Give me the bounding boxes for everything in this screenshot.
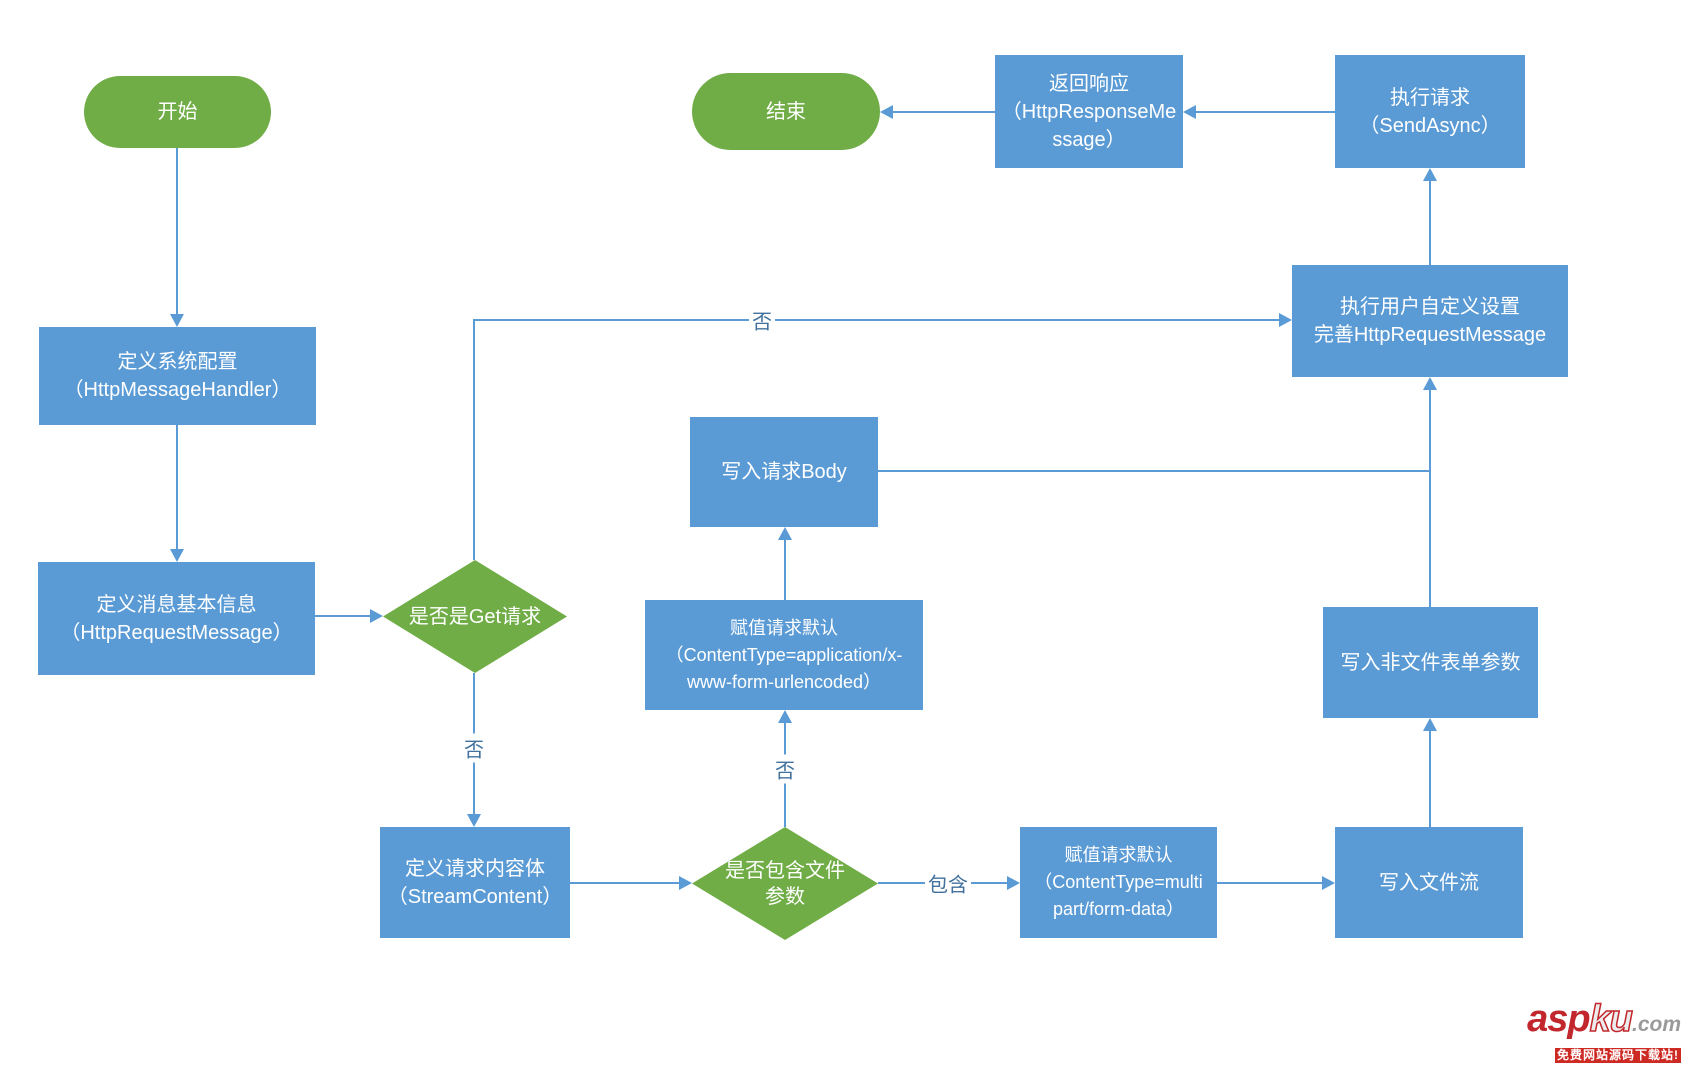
node-text-line: （HttpMessageHandler） <box>63 379 292 401</box>
node-text-line: 赋值请求默认 <box>1064 845 1173 865</box>
node-text-line: 写入请求Body <box>721 461 847 483</box>
node-write-non-file-form-params: 写入非文件表单参数 <box>1323 607 1538 718</box>
node-start-terminator: 开始 <box>84 76 271 148</box>
arrowhead-left-icon <box>1183 105 1196 119</box>
node-execute-request-sendasync: 执行请求 （SendAsync） <box>1335 55 1525 168</box>
node-text-line: 写入非文件表单参数 <box>1340 651 1521 674</box>
arrowhead-down-icon <box>170 314 184 327</box>
arrowhead-down-icon <box>170 549 184 562</box>
watermark: aspku.com 免费网站源码下载站! <box>1527 998 1681 1064</box>
node-text-line: www-form-urlencoded） <box>686 671 882 692</box>
edge-send-response-line <box>1196 111 1335 113</box>
node-text-line: 结束 <box>766 100 806 123</box>
node-decision-is-get-request: 是否是Get请求 <box>383 560 567 673</box>
edge-label-no-top: 否 <box>749 305 775 335</box>
arrowhead-up-icon <box>778 527 792 540</box>
node-text-line: （HttpResponseMe <box>1001 100 1177 123</box>
edge-writebody-custom-line <box>878 470 1431 472</box>
node-text-line: （HttpRequestMessage） <box>60 621 293 644</box>
arrowhead-right-icon <box>1007 876 1020 890</box>
node-text-line: 定义系统配置 <box>117 351 238 373</box>
node-apply-user-custom-settings: 执行用户自定义设置 完善HttpRequestMessage <box>1292 265 1568 377</box>
node-text-line: 执行请求 <box>1389 86 1470 109</box>
arrowhead-down-icon <box>467 814 481 827</box>
edge-urlencoded-writebody-line <box>784 540 786 600</box>
edge-writeform-custom-line <box>1429 390 1431 607</box>
node-text-line: （StreamContent） <box>387 885 563 908</box>
node-text-line: 执行用户自定义设置 <box>1339 296 1520 318</box>
edge-start-sysconfig-line <box>176 148 178 315</box>
node-text-line: 写入文件流 <box>1379 871 1479 894</box>
arrowhead-right-icon <box>1322 876 1335 890</box>
node-text-line: （ContentType=application/x- <box>665 644 903 665</box>
node-text-line: part/form-data） <box>1052 899 1185 919</box>
edge-sysconfig-msginfo-line <box>176 425 178 549</box>
edge-isget-custom-line-vertical <box>473 320 475 560</box>
node-decision-has-file-params: 是否包含文件 参数 <box>692 827 878 940</box>
node-text-line: 赋值请求默认 <box>729 617 838 638</box>
edge-content-hasfile-line <box>570 882 680 884</box>
arrowhead-up-icon <box>1423 718 1437 731</box>
arrowhead-right-icon <box>1279 313 1292 327</box>
arrowhead-right-icon <box>370 609 383 623</box>
edge-response-end-line <box>893 111 995 113</box>
node-text-line: 返回响应 <box>1049 72 1129 95</box>
arrowhead-left-icon <box>880 105 893 119</box>
node-text-line: 完善HttpRequestMessage <box>1313 324 1547 346</box>
node-text-line: （ContentType=multi <box>1034 872 1203 892</box>
node-text-line: 定义消息基本信息 <box>96 593 257 616</box>
node-text-line: ssage） <box>1052 128 1126 151</box>
node-set-default-multipart: 赋值请求默认 （ContentType=multi part/form-data… <box>1020 827 1217 938</box>
edge-label-no-up: 否 <box>772 754 798 784</box>
node-write-request-body: 写入请求Body <box>690 417 878 527</box>
arrowhead-right-icon <box>679 876 692 890</box>
node-define-message-info: 定义消息基本信息 （HttpRequestMessage） <box>38 562 315 675</box>
edge-custom-send-line <box>1429 181 1431 265</box>
edge-multipart-writefile-line <box>1217 882 1323 884</box>
watermark-tagline: 免费网站源码下载站! <box>1555 1048 1681 1063</box>
node-text-line: 是否是Get请求 <box>408 605 542 628</box>
edge-isget-custom-line-horizontal <box>473 319 1279 321</box>
arrowhead-up-icon <box>1423 377 1437 390</box>
watermark-logo: aspku.com <box>1527 998 1681 1046</box>
watermark-logo-asp: asp <box>1527 998 1590 1040</box>
arrowhead-up-icon <box>778 710 792 723</box>
node-text-line: 是否包含文件 <box>725 859 845 882</box>
node-return-response: 返回响应 （HttpResponseMe ssage） <box>995 55 1183 168</box>
node-define-request-content: 定义请求内容体 （StreamContent） <box>380 827 570 938</box>
node-text-line: （SendAsync） <box>1359 114 1501 137</box>
watermark-logo-ku: ku <box>1589 998 1634 1040</box>
node-text-line: 定义请求内容体 <box>404 857 545 880</box>
edge-label-contains: 包含 <box>925 868 971 898</box>
watermark-logo-com: .com <box>1631 1013 1681 1036</box>
node-define-system-config: 定义系统配置 （HttpMessageHandler） <box>39 327 316 425</box>
node-end-terminator: 结束 <box>692 73 880 150</box>
node-text-line: 开始 <box>157 101 198 123</box>
edge-label-no-down: 否 <box>461 733 487 763</box>
node-write-file-stream: 写入文件流 <box>1335 827 1523 938</box>
edge-writefile-writeform-line <box>1429 731 1431 827</box>
edge-msginfo-isget-line <box>315 615 371 617</box>
node-text-line: 参数 <box>765 885 805 908</box>
node-set-default-urlencoded: 赋值请求默认 （ContentType=application/x- www-f… <box>645 600 923 710</box>
arrowhead-up-icon <box>1423 168 1437 181</box>
